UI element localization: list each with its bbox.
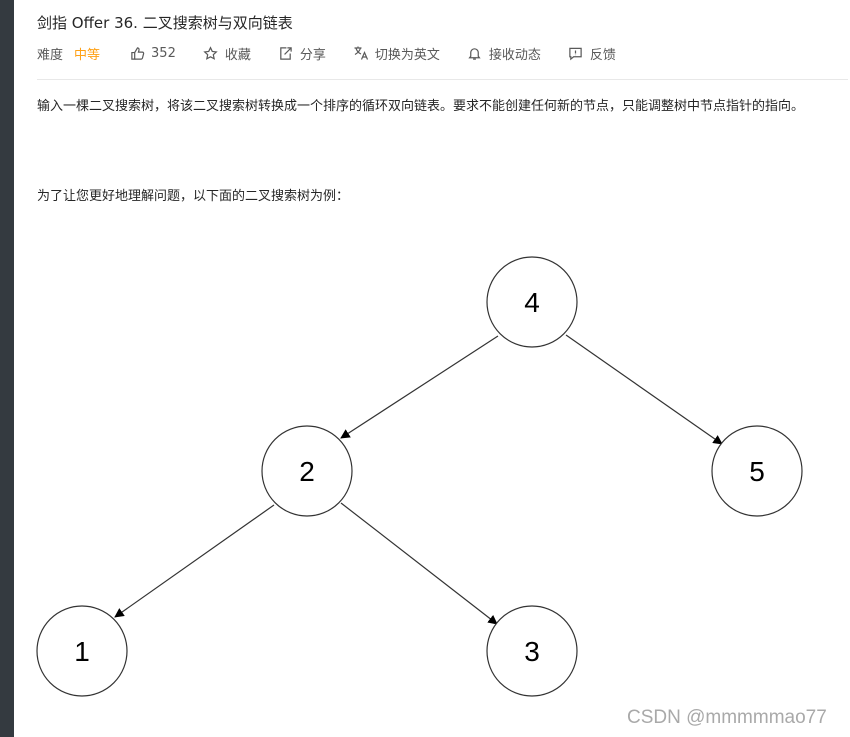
tree-node-5: 5 [711, 425, 803, 517]
tree-node-3: 3 [486, 605, 578, 697]
problem-description: 输入一棵二叉搜索树，将该二叉搜索树转换成一个排序的循环双向链表。要求不能创建任何… [37, 99, 805, 114]
subscribe-button[interactable]: 接收动态 [467, 44, 541, 63]
translate-button[interactable]: 切换为英文 [353, 44, 440, 63]
problem-meta-bar: 难度 中等 352 收藏 分享 [37, 44, 643, 63]
header-divider [37, 79, 848, 80]
example-intro: 为了让您更好地理解问题，以下面的二叉搜索树为例： [37, 189, 350, 204]
subscribe-label: 接收动态 [488, 47, 541, 63]
favorite-button[interactable]: 收藏 [203, 44, 251, 63]
tree-node-4: 4 [486, 256, 578, 348]
left-rail [0, 0, 14, 737]
node-label: 1 [74, 636, 90, 667]
difficulty-badge: 中等 [74, 47, 101, 63]
tree-edge-2-3 [340, 502, 498, 625]
star-icon [203, 45, 219, 61]
translate-label: 切换为英文 [374, 47, 440, 63]
share-icon [278, 45, 294, 61]
node-label: 3 [524, 636, 540, 667]
feedback-label: 反馈 [589, 47, 616, 63]
node-label: 2 [299, 456, 315, 487]
feedback-button[interactable]: 反馈 [568, 44, 616, 63]
tree-edge-4-2 [340, 335, 499, 439]
tree-edge-2-1 [114, 504, 275, 618]
problem-title: 剑指 Offer 36. 二叉搜索树与双向链表 [37, 14, 293, 32]
difficulty-label: 难度 [37, 47, 64, 63]
favorite-label: 收藏 [224, 47, 251, 63]
tree-node-2: 2 [261, 425, 353, 517]
feedback-icon [568, 45, 584, 61]
like-button[interactable]: 352 [129, 45, 176, 61]
thumbs-up-icon [129, 45, 145, 61]
node-label: 4 [524, 287, 540, 318]
share-label: 分享 [299, 47, 326, 63]
translate-icon [353, 45, 369, 61]
bell-icon [467, 45, 483, 61]
tree-node-1: 1 [36, 605, 128, 697]
share-button[interactable]: 分享 [278, 44, 326, 63]
csdn-watermark: CSDN @mmmmmao77 [627, 707, 827, 728]
tree-edge-4-5 [565, 334, 723, 445]
like-count: 352 [151, 45, 176, 61]
node-label: 5 [749, 456, 765, 487]
